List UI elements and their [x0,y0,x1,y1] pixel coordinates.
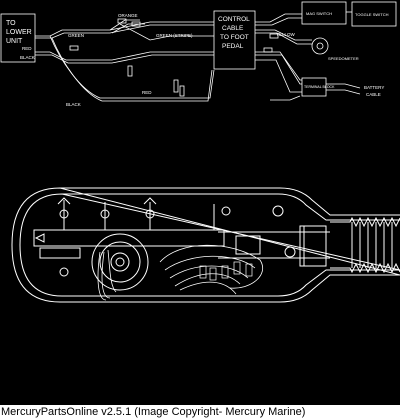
diagram-viewer: TO LOWER UNIT CONTROL CABLE TO FOOT PEDA… [0,0,400,405]
terminal-block-box [301,77,327,97]
lower-unit-label-2: LOWER [6,29,32,36]
bellows-boot [330,216,400,274]
mounting-posts [57,197,296,277]
worm-gear [90,233,150,291]
housing-outline [11,187,400,303]
wiring-diagram: TO LOWER UNIT CONTROL CABLE TO FOOT PEDA… [0,1,400,303]
wiring-labels: TO LOWER UNIT CONTROL CABLE TO FOOT PEDA… [6,11,389,107]
lower-unit-label-1: TO [6,20,16,27]
wiring-schematic [0,1,397,102]
wire-label-orange: ORANGE [118,13,138,18]
wire-label-green: GREEN [68,33,84,38]
battery-cable-label-2: CABLE [366,92,381,97]
toggle-switch-box [351,1,397,27]
wire-label-black-2: BLACK [66,102,81,107]
control-cable-label-1: CONTROL [218,16,250,23]
control-cable-label-3: TO FOOT [220,34,249,41]
wire-label-green-stripe: GREEN (STRIPE) [156,33,193,38]
speedometer-label: SPEEDOMETER [328,56,359,61]
wire-label-red-2: RED [142,90,152,95]
battery-cable-label-1: BATTERY [364,85,384,90]
connector-cluster [199,261,253,281]
wire-label-red: RED [22,46,32,51]
control-cable-label-4: PEDAL [222,43,244,50]
wire-label-black: BLACK [20,55,35,60]
terminal-block-label: TERMINAL BLOCK [304,85,335,89]
image-caption: MercuryPartsOnline v2.5.1 (Image Copyrig… [0,405,400,420]
housing-assembly [11,187,400,303]
wire-harness [97,244,263,301]
control-cable-label-2: CABLE [222,25,244,32]
mag-switch-box [301,1,347,25]
control-cable-box [213,10,256,70]
wire-label-yellow: YELLOW [276,32,296,37]
toggle-switch-label: TOGGLE SWITCH [355,12,389,17]
speedometer-dial [311,37,329,55]
mag-switch-label: MAG SWITCH [306,11,332,16]
lower-unit-label-3: UNIT [6,38,23,45]
